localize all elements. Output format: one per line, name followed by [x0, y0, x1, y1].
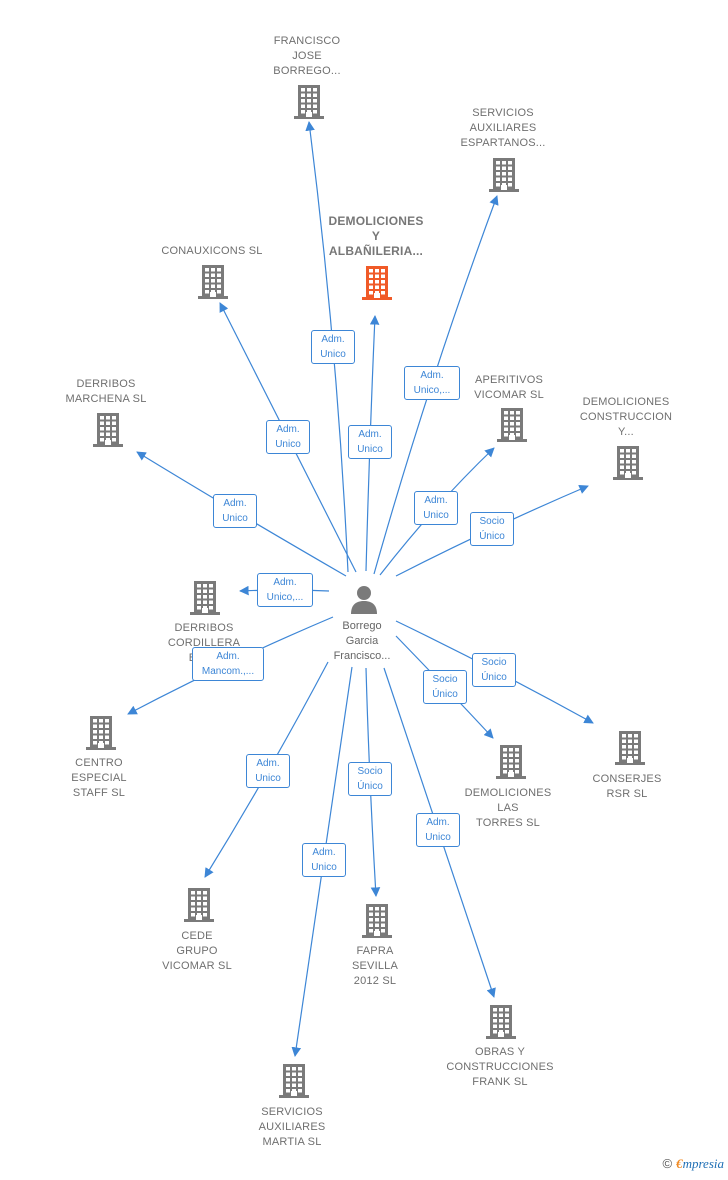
role-badge-francisco: Adm. Unico [311, 330, 355, 364]
role-badge-torres: Socio Único [423, 670, 467, 704]
building-icon[interactable] [93, 413, 123, 447]
role-badge-demol_constr: Socio Único [470, 512, 514, 546]
company-label-conauxicons[interactable]: CONAUXICONS SL [161, 245, 263, 257]
footer-brand: ©€mpresia [663, 1156, 725, 1172]
role-badge-staff: Adm. Mancom.,... [192, 647, 264, 681]
building-icon[interactable] [489, 158, 519, 192]
brand-logo-text: mpresia [682, 1156, 724, 1171]
company-label-cede[interactable]: CEDE GRUPO VICOMAR SL [162, 930, 232, 972]
copyright-icon: © [662, 1156, 673, 1171]
company-label-staff[interactable]: CENTRO ESPECIAL STAFF SL [71, 757, 127, 799]
building-icon[interactable] [613, 446, 643, 480]
building-icon[interactable] [615, 731, 645, 765]
building-icon[interactable] [362, 266, 392, 300]
role-badge-espartanos: Adm. Unico,... [404, 366, 460, 400]
role-badge-frank: Adm. Unico [416, 813, 460, 847]
company-label-torres[interactable]: DEMOLICIONES LAS TORRES SL [464, 787, 552, 829]
company-label-espartanos[interactable]: SERVICIOS AUXILIARES ESPARTANOS... [460, 107, 546, 149]
role-badge-conauxicons: Adm. Unico [266, 420, 310, 454]
company-label-demol_constr[interactable]: DEMOLICIONES CONSTRUCCION Y... [579, 396, 673, 438]
company-label-francisco[interactable]: FRANCISCO JOSE BORREGO... [273, 35, 341, 77]
person-icon[interactable] [349, 584, 379, 614]
company-label-martia[interactable]: SERVICIOS AUXILIARES MARTIA SL [258, 1106, 326, 1148]
role-badge-fapra: Socio Único [348, 762, 392, 796]
role-badge-martia: Adm. Unico [302, 843, 346, 877]
company-label-marchena[interactable]: DERRIBOS MARCHENA SL [65, 378, 147, 405]
building-icon[interactable] [362, 904, 392, 938]
person-label[interactable]: Borrego Garcia Francisco... [333, 620, 391, 662]
role-badge-demoliciones_alb: Adm. Unico [348, 425, 392, 459]
company-label-frank[interactable]: OBRAS Y CONSTRUCCIONES FRANK SL [446, 1046, 554, 1088]
building-icon[interactable] [86, 716, 116, 750]
building-icon[interactable] [497, 408, 527, 442]
company-label-fapra[interactable]: FAPRA SEVILLA 2012 SL [351, 945, 399, 987]
company-label-aperitivos[interactable]: APERITIVOS VICOMAR SL [474, 374, 544, 401]
role-badge-marchena: Adm. Unico [213, 494, 257, 528]
building-icon[interactable] [279, 1064, 309, 1098]
role-badge-cordillera: Adm. Unico,... [257, 573, 313, 607]
brand-logo-letter: € [676, 1156, 683, 1171]
role-badge-cede: Adm. Unico [246, 754, 290, 788]
company-label-demoliciones_alb[interactable]: DEMOLICIONES Y ALBAÑILERIA... [328, 214, 424, 258]
company-label-conserjes[interactable]: CONSERJES RSR SL [592, 773, 662, 800]
building-icon[interactable] [190, 581, 220, 615]
building-icon[interactable] [486, 1005, 516, 1039]
building-icon[interactable] [294, 85, 324, 119]
building-icon[interactable] [198, 265, 228, 299]
building-icon[interactable] [496, 745, 526, 779]
role-badge-aperitivos: Adm. Unico [414, 491, 458, 525]
building-icon[interactable] [184, 888, 214, 922]
role-badge-conserjes: Socio Único [472, 653, 516, 687]
